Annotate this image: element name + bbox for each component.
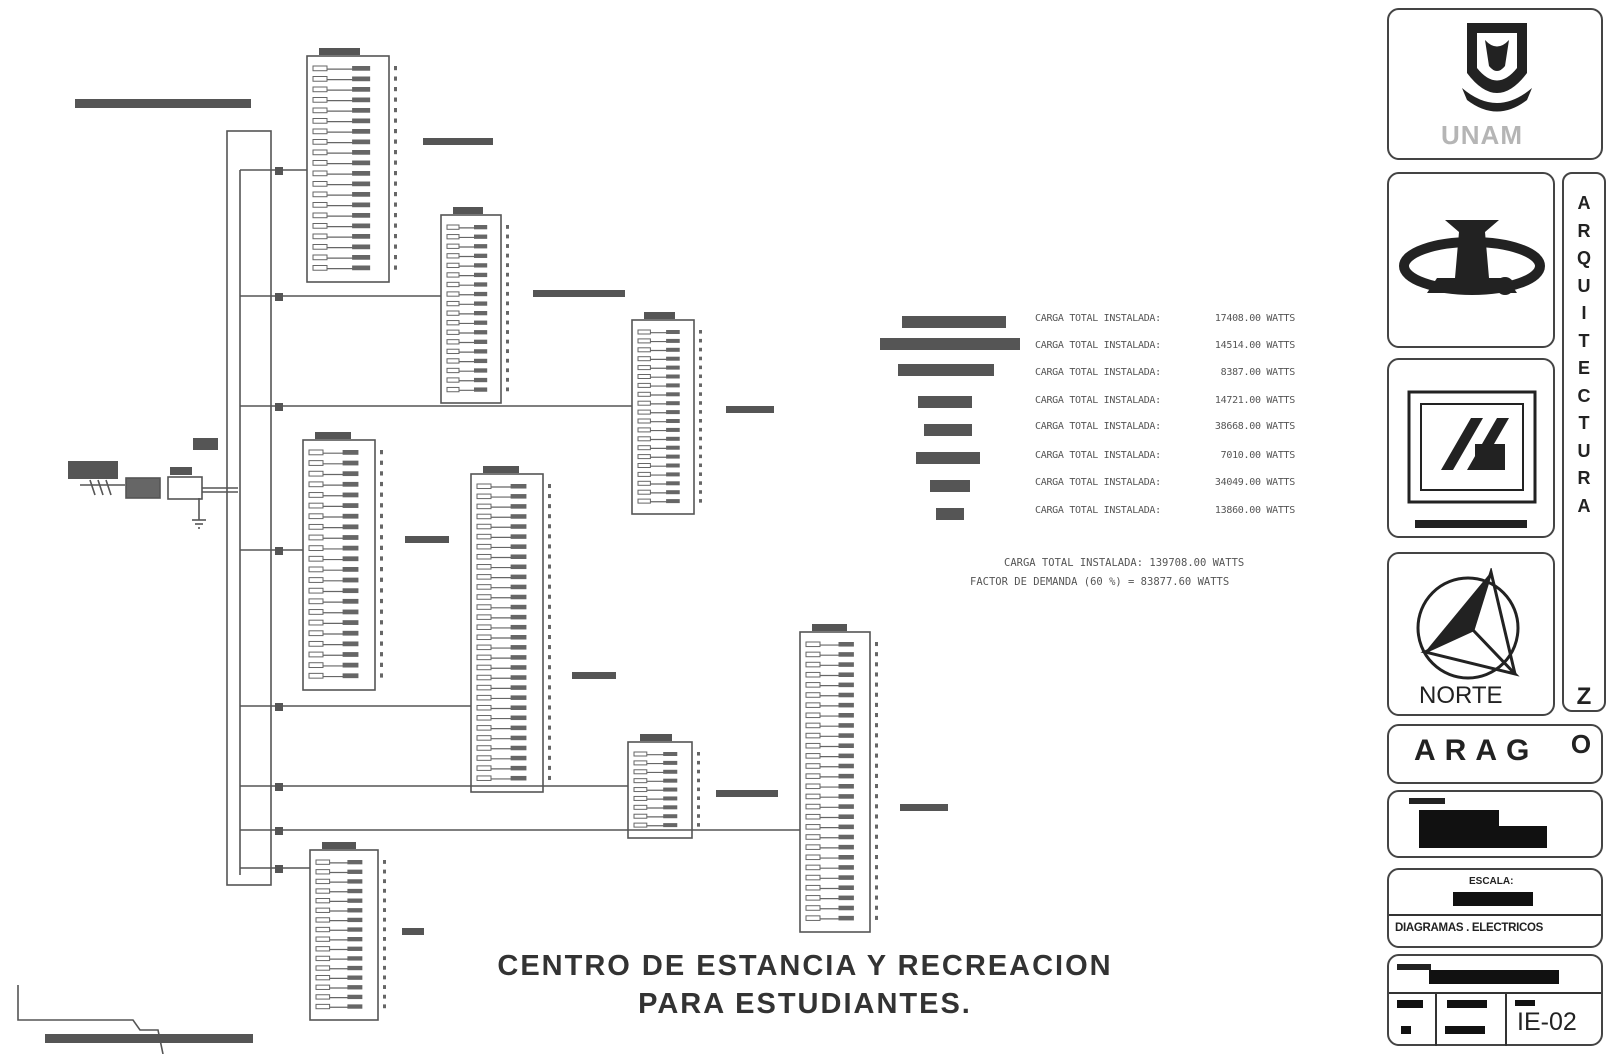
- fes-logo-box: [1387, 172, 1555, 348]
- load-row: CARGA TOTAL INSTALADA:13860.00 WATTS: [1035, 505, 1295, 516]
- student-id-block: [1419, 810, 1499, 826]
- student-id-block: [1419, 826, 1547, 848]
- panelboard: [306, 48, 397, 283]
- sheet-cell-divider: [1505, 992, 1507, 1046]
- architecture-logo: [1407, 390, 1537, 528]
- date-block: [1397, 964, 1431, 970]
- north-arrow-box: NORTE: [1387, 552, 1555, 716]
- sheet-divider: [1389, 992, 1601, 994]
- panel-name-block: [423, 138, 493, 145]
- architecture-logo-box: [1387, 358, 1555, 538]
- summary-name-block: [936, 508, 964, 520]
- career-letter: R: [1577, 468, 1591, 488]
- panel-name-block: [405, 536, 449, 543]
- load-row: CARGA TOTAL INSTALADA:14514.00 WATTS: [1035, 340, 1295, 351]
- career-letter: Q: [1576, 248, 1591, 268]
- feeder-breaker: [275, 783, 283, 791]
- cell-block: [1401, 1026, 1411, 1034]
- scale-value-block: [1453, 892, 1533, 906]
- load-row: CARGA TOTAL INSTALADA:17408.00 WATTS: [1035, 313, 1295, 324]
- summary-name-block: [902, 316, 1006, 328]
- demand-factor-load: FACTOR DE DEMANDA (60 %) = 83877.60 WATT…: [970, 576, 1230, 588]
- panelboard: [302, 432, 383, 691]
- cell-block: [1515, 1000, 1535, 1006]
- career-letter: T: [1578, 413, 1590, 433]
- north-arrow-icon: [1416, 568, 1520, 680]
- load-row: CARGA TOTAL INSTALADA:14721.00 WATTS: [1035, 395, 1295, 406]
- summary-name-block: [924, 424, 972, 436]
- fes-aragon-logo: [1399, 220, 1545, 295]
- summary-name-block: [880, 338, 1020, 350]
- unam-logo-box: UNAM: [1387, 8, 1603, 160]
- load-row: CARGA TOTAL INSTALADA:34049.00 WATTS: [1035, 477, 1295, 488]
- unam-wordmark: UNAM: [1441, 120, 1523, 150]
- drawing-name: DIAGRAMAS . ELECTRICOS: [1395, 922, 1544, 934]
- drawing-title-line2: PARA ESTUDIANTES.: [638, 988, 972, 1020]
- career-letter: I: [1581, 303, 1587, 323]
- scale-label: ESCALA:: [1469, 876, 1514, 887]
- unam-shield-logo: [1462, 23, 1532, 112]
- campus-name: ARAG: [1414, 734, 1539, 767]
- feeder-breaker: [275, 167, 283, 175]
- meter-label-block: [68, 461, 118, 479]
- panel-name-block: [572, 672, 616, 679]
- load-row: CARGA TOTAL INSTALADA:8387.00 WATTS: [1035, 367, 1295, 378]
- summary-name-block: [918, 396, 972, 408]
- panel-name-block: [726, 406, 774, 413]
- cell-block: [1397, 1000, 1423, 1008]
- sheet-cell-divider: [1435, 992, 1437, 1046]
- career-label-box: [1562, 172, 1606, 712]
- load-row: CARGA TOTAL INSTALADA:38668.00 WATTS: [1035, 421, 1295, 432]
- main-switch: [167, 476, 203, 500]
- campus-box: [1387, 724, 1603, 784]
- feeder-breaker: [275, 827, 283, 835]
- load-row: CARGA TOTAL INSTALADA:7010.00 WATTS: [1035, 450, 1295, 461]
- career-letter: A: [1577, 193, 1591, 213]
- sheet-number-box: IE-02: [1387, 954, 1603, 1046]
- panelboard: [309, 842, 386, 1021]
- drawing-info-box: ESCALA: DIAGRAMAS . ELECTRICOS: [1387, 868, 1603, 948]
- career-letter: R: [1577, 220, 1591, 241]
- feeder-breaker: [275, 403, 283, 411]
- north-label: NORTE: [1419, 682, 1503, 709]
- summary-name-block: [930, 480, 970, 492]
- cell-block: [1447, 1000, 1487, 1008]
- career-letter: U: [1577, 440, 1591, 461]
- feeder-breaker: [275, 547, 283, 555]
- drawing-info-divider: [1389, 914, 1601, 916]
- student-name-block: [1409, 798, 1445, 804]
- panelboard: [631, 312, 702, 515]
- career-letter: T: [1578, 330, 1590, 351]
- main-meter: [125, 477, 161, 499]
- drawing-title-line1: CENTRO DE ESTANCIA Y RECREACION: [497, 950, 1113, 982]
- total-installed-load: CARGA TOTAL INSTALADA: 139708.00 WATTS: [1004, 557, 1245, 569]
- panelboard: [470, 466, 551, 793]
- summary-name-block: [898, 364, 994, 376]
- panelboard: [440, 207, 509, 404]
- panel-name-block: [716, 790, 778, 797]
- career-letter: C: [1577, 385, 1591, 406]
- campus-letter-o: O: [1570, 729, 1592, 759]
- feeder-breaker: [275, 865, 283, 873]
- career-letter: A: [1577, 495, 1591, 516]
- panelboard: [799, 624, 878, 933]
- campus-letter-z: Z: [1576, 683, 1592, 710]
- student-info-box: [1387, 790, 1603, 858]
- panel-name-block: [402, 928, 424, 935]
- panel-name-block: [533, 290, 625, 297]
- panelboard: [627, 734, 700, 839]
- sheet-number: IE-02: [1517, 1008, 1577, 1036]
- panel-name-block: [900, 804, 948, 811]
- main-busbar: [226, 130, 272, 886]
- cell-block: [1445, 1026, 1485, 1034]
- summary-name-block: [916, 452, 980, 464]
- career-letter: E: [1577, 358, 1590, 378]
- feeder-breaker: [275, 703, 283, 711]
- career-letter: U: [1577, 275, 1591, 296]
- feeder-breaker: [275, 293, 283, 301]
- revision-block: [1429, 970, 1559, 984]
